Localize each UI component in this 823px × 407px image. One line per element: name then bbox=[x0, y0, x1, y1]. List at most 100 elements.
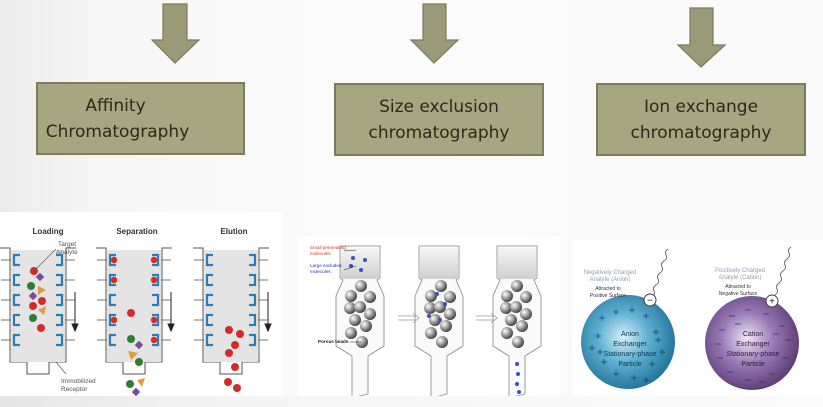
box-line1: Ion exchange bbox=[643, 96, 759, 117]
cation-exchanger-particle bbox=[705, 296, 799, 390]
porous-bead bbox=[355, 280, 367, 292]
receptor-icon bbox=[249, 333, 257, 347]
porous-bead bbox=[429, 314, 441, 326]
receptor-icon bbox=[205, 333, 213, 347]
size-exclusion-chromatography-box: Size exclusion chromatography bbox=[334, 83, 544, 156]
size-exclusion-diagram: Small permeating molecules Large exclude… bbox=[310, 245, 542, 399]
sec-column bbox=[335, 245, 385, 399]
receptor-icon bbox=[12, 333, 20, 347]
cation-particle-label: Cation bbox=[743, 331, 763, 338]
cation-particle-label-2: Exchanger bbox=[736, 341, 770, 348]
down-arrow-ion-exchange bbox=[676, 7, 727, 68]
porous-bead bbox=[511, 280, 523, 292]
sec-column bbox=[492, 245, 542, 399]
receptor-icon bbox=[152, 253, 160, 267]
receptor-icon bbox=[108, 293, 116, 307]
porous-bead bbox=[505, 314, 517, 326]
wavy-chain-icon bbox=[774, 246, 792, 296]
receptor-icon bbox=[249, 293, 257, 307]
large-excluded-label: Large excluded bbox=[310, 263, 342, 268]
affinity-diagram: Loading Separation Elution bbox=[0, 227, 272, 397]
porous-bead bbox=[444, 291, 456, 303]
ion-exchange-diagram: − Negatively Charged Analyte (Anion) Att… bbox=[581, 246, 799, 390]
cation-analyte-label: Positively Charged bbox=[715, 268, 765, 274]
receptors bbox=[1, 253, 268, 347]
molecule bbox=[515, 362, 519, 366]
bottom-band bbox=[0, 396, 823, 407]
large-excluded-label-2: molecules bbox=[310, 269, 331, 274]
anion-analyte-label: Negatively Charged bbox=[584, 270, 637, 276]
cation-attracted-label: Attracted to bbox=[725, 284, 751, 290]
flow-arrow-icon bbox=[71, 292, 272, 333]
affinity-chromatography-box: Affinity Chromatography bbox=[36, 82, 245, 155]
anion-analyte-label-2: Analyte (Anion) bbox=[589, 277, 630, 283]
porous-bead bbox=[501, 290, 513, 302]
box-line1: Size exclusion bbox=[379, 96, 499, 117]
porous-bead bbox=[500, 302, 512, 314]
affinity-figure: Loading Separation Elution bbox=[0, 212, 282, 397]
anion-charge-symbol: − bbox=[647, 296, 653, 307]
porous-bead bbox=[510, 301, 522, 313]
molecule bbox=[443, 302, 447, 306]
box-line1: Affinity bbox=[85, 95, 146, 116]
down-arrow-size-exclusion bbox=[409, 3, 460, 64]
small-permeating-label-2: molecules bbox=[310, 251, 331, 256]
separation-analytes bbox=[126, 309, 145, 397]
receptor-icon bbox=[249, 253, 257, 267]
receptor-icon bbox=[108, 313, 116, 327]
molecule bbox=[438, 318, 442, 322]
receptor-icon bbox=[12, 273, 20, 287]
porous-bead bbox=[425, 327, 437, 339]
anion-particle-label-4: Particle bbox=[618, 361, 641, 368]
porous-bead bbox=[349, 314, 361, 326]
anion-exchanger-particle bbox=[581, 295, 675, 389]
porous-bead bbox=[436, 336, 448, 348]
box-line2: chromatography bbox=[368, 122, 510, 143]
immobilized-receptor-label-2: Receptor bbox=[61, 386, 88, 393]
molecule bbox=[351, 256, 355, 260]
sec-column bbox=[414, 245, 464, 399]
porous-bead bbox=[512, 336, 524, 348]
receptor-icon bbox=[108, 333, 116, 347]
porous-bead bbox=[424, 302, 436, 314]
receptor-icon bbox=[56, 333, 64, 347]
receptor-icon bbox=[205, 313, 213, 327]
molecule bbox=[427, 314, 431, 318]
receptor-icon bbox=[56, 273, 64, 287]
porous-bead bbox=[364, 308, 376, 320]
target-analyte-label: Target bbox=[58, 241, 76, 248]
receptor-icon bbox=[249, 273, 257, 287]
wavy-chain-icon bbox=[651, 248, 669, 298]
porous-bead bbox=[360, 320, 372, 332]
box-line2: chromatography bbox=[630, 122, 772, 143]
immobilized-receptor-label: Immobilized bbox=[61, 378, 96, 385]
receptor-icon bbox=[152, 273, 160, 287]
molecule bbox=[363, 258, 367, 262]
ion-exchange-chromatography-box: Ion exchange chromatography bbox=[596, 83, 806, 156]
stage-label-elution: Elution bbox=[220, 227, 247, 236]
receptor-icon bbox=[205, 293, 213, 307]
porous-bead bbox=[520, 291, 532, 303]
down-arrow-affinity bbox=[150, 3, 201, 64]
porous-bead bbox=[425, 290, 437, 302]
cation-particle-label-4: Particle bbox=[741, 361, 764, 368]
anion-attracted-label-2: Positive Surface bbox=[590, 293, 626, 299]
receptor-icon bbox=[205, 253, 213, 267]
anion-particle-label-2: Exchanger bbox=[613, 341, 647, 348]
porous-beads-label: Porous beads bbox=[318, 339, 349, 344]
receptor-icon bbox=[152, 293, 160, 307]
porous-bead bbox=[344, 302, 356, 314]
porous-bead bbox=[364, 291, 376, 303]
receptor-icon bbox=[56, 313, 64, 327]
receptor-icon bbox=[205, 273, 213, 287]
negative-charges bbox=[715, 309, 791, 383]
receptor-icon bbox=[56, 253, 64, 267]
ion-exchange-figure: − Negatively Charged Analyte (Anion) Att… bbox=[572, 240, 823, 400]
molecule bbox=[517, 390, 521, 394]
sec-columns bbox=[335, 245, 542, 399]
transition-arrow-icon bbox=[398, 312, 498, 324]
size-exclusion-figure: Small permeating molecules Large exclude… bbox=[298, 236, 560, 402]
receptor-icon bbox=[152, 333, 160, 347]
cation-attracted-label-2: Negative Surface bbox=[719, 291, 758, 297]
porous-bead bbox=[501, 327, 513, 339]
